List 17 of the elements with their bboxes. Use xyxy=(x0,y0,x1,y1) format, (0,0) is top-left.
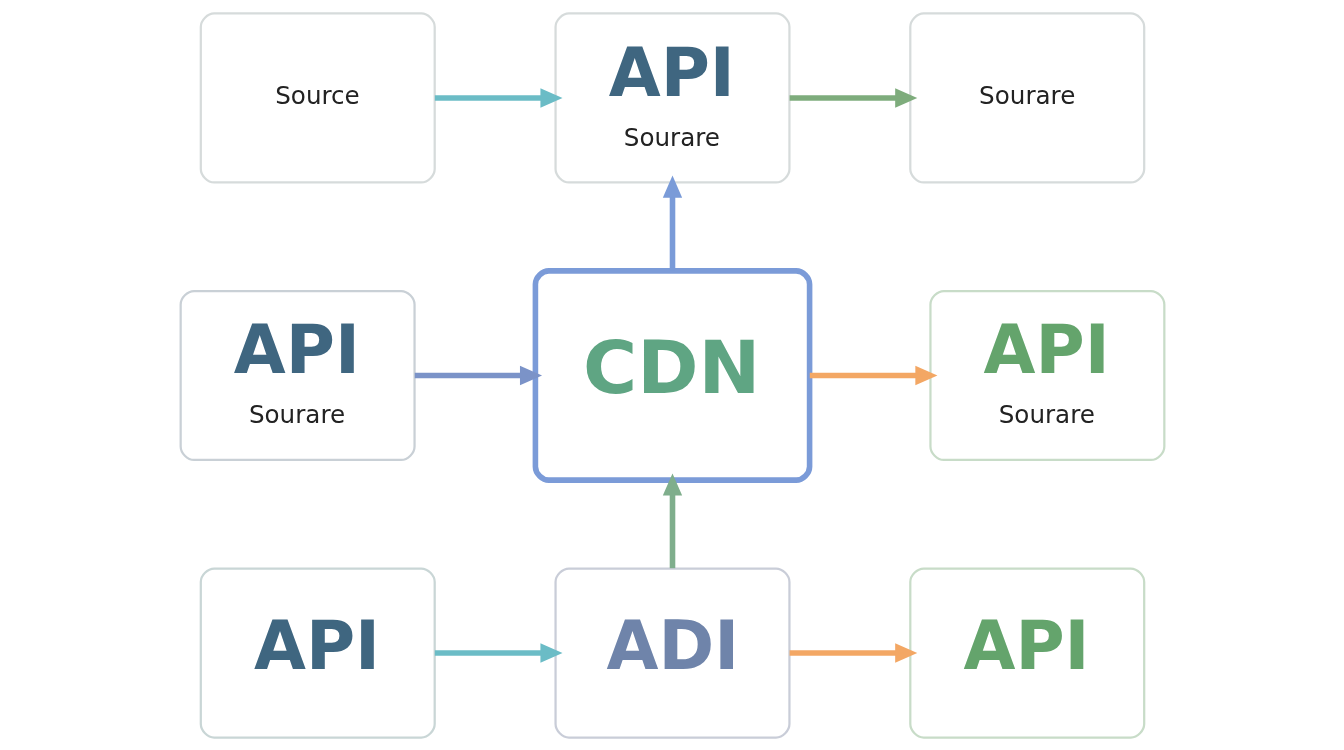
node-box: CDN xyxy=(532,267,812,483)
arrow xyxy=(789,87,917,108)
arrow xyxy=(414,365,542,385)
arrow xyxy=(789,642,917,663)
node-box: API xyxy=(199,566,436,739)
node-box: API Sourare xyxy=(179,289,416,461)
arrow xyxy=(662,175,682,271)
node-box: Source xyxy=(199,11,436,184)
node-box: API Sourare xyxy=(928,289,1165,461)
node-box: ADI xyxy=(553,566,791,739)
node-box: Sourare xyxy=(908,11,1145,184)
arrow xyxy=(662,472,682,568)
node-box: API xyxy=(908,566,1145,739)
arrow xyxy=(434,642,562,663)
arrow xyxy=(434,87,562,108)
node-box: API Sourare xyxy=(553,11,791,184)
arrow xyxy=(809,365,937,385)
